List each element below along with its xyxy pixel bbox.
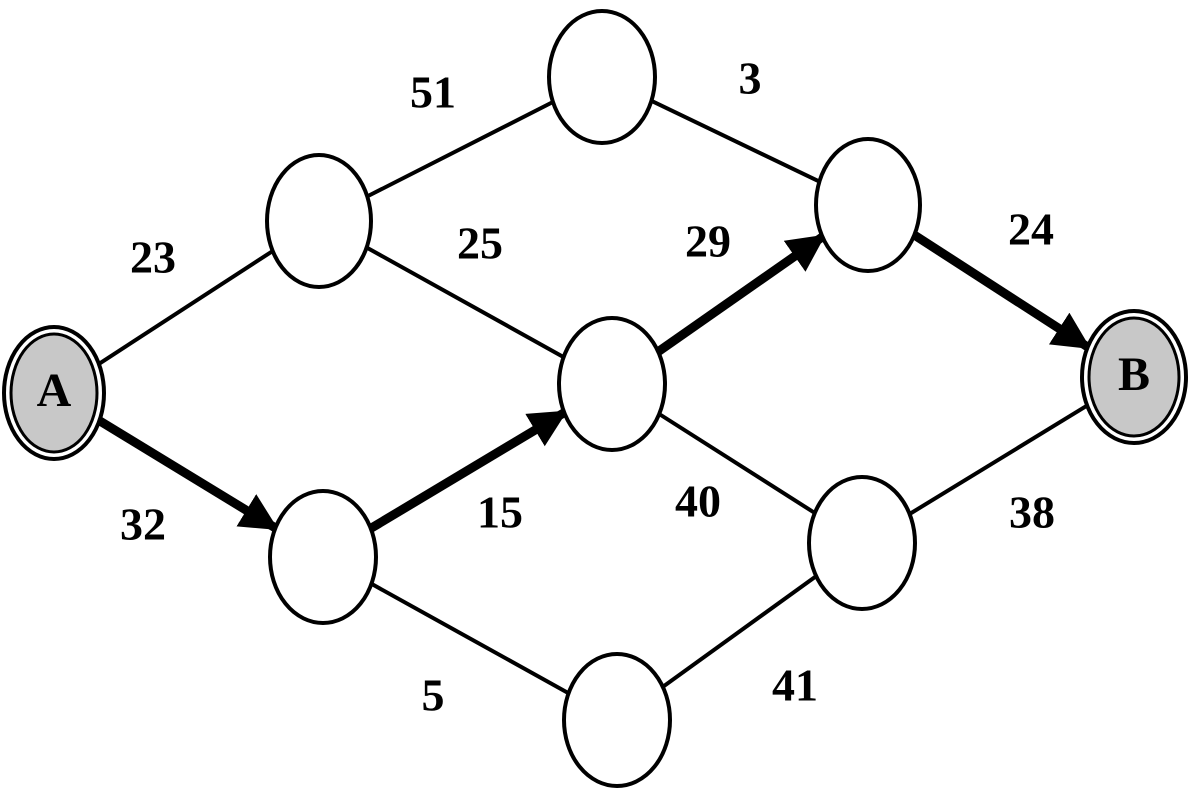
- node-n7: [562, 652, 672, 788]
- node-n5-circle: [814, 137, 922, 273]
- node-B-terminal: B: [1080, 309, 1188, 445]
- node-n4: [557, 316, 667, 452]
- edge-weight-A-n2: 32: [120, 499, 166, 550]
- node-n2: [268, 489, 378, 625]
- edge-A-n1: [97, 249, 274, 366]
- edge-weight-n1-n4: 25: [457, 218, 503, 269]
- node-n1-circle: [265, 153, 373, 289]
- edge-n1-n4: [365, 245, 565, 359]
- edge-n6-B: [908, 403, 1089, 516]
- edge-weight-n3-n5: 3: [739, 53, 762, 104]
- node-n3-circle: [547, 9, 657, 145]
- path-arrow-n2-n4: [368, 408, 568, 533]
- edge-weight-n2-n7: 5: [422, 670, 445, 721]
- node-n5: [814, 137, 922, 273]
- node-n2-circle: [268, 489, 378, 625]
- edge-n3-n5: [650, 98, 821, 184]
- path-arrow-n5-B: [911, 231, 1091, 351]
- node-A-terminal: A: [2, 325, 106, 461]
- path-arrow-A-n2: [97, 416, 279, 532]
- edge-n4-n6: [658, 412, 816, 515]
- edge-weight-n7-n6: 41: [772, 660, 818, 711]
- node-n7-circle: [562, 652, 672, 788]
- edge-weight-n1-n3: 51: [410, 67, 456, 118]
- node-n6-circle: [807, 475, 917, 611]
- edges: [97, 98, 1091, 695]
- edge-weight-n5-B: 24: [1008, 204, 1054, 255]
- edge-weight-n6-B: 38: [1009, 487, 1055, 538]
- edge-n2-n7: [370, 582, 570, 695]
- node-label-A: A: [37, 364, 72, 417]
- edge-n1-n3: [366, 100, 554, 199]
- node-n4-circle: [557, 316, 667, 452]
- edge-weight-n2-n4: 15: [477, 487, 523, 538]
- edge-weights: 23 32 51 25 15 5 3 29 40 41 24 38: [120, 53, 1055, 721]
- edge-weight-n4-n6: 40: [675, 476, 721, 527]
- node-n1: [265, 153, 373, 289]
- node-n6: [807, 475, 917, 611]
- path-arrow-n4-n5: [655, 233, 826, 356]
- node-n3: [547, 9, 657, 145]
- node-B-fill: [1087, 316, 1181, 438]
- node-A-fill: [9, 332, 99, 454]
- node-label-B: B: [1118, 348, 1150, 401]
- edge-n7-n6: [661, 574, 818, 689]
- edge-weight-A-n1: 23: [130, 232, 176, 283]
- edge-weight-n4-n5: 29: [685, 216, 731, 267]
